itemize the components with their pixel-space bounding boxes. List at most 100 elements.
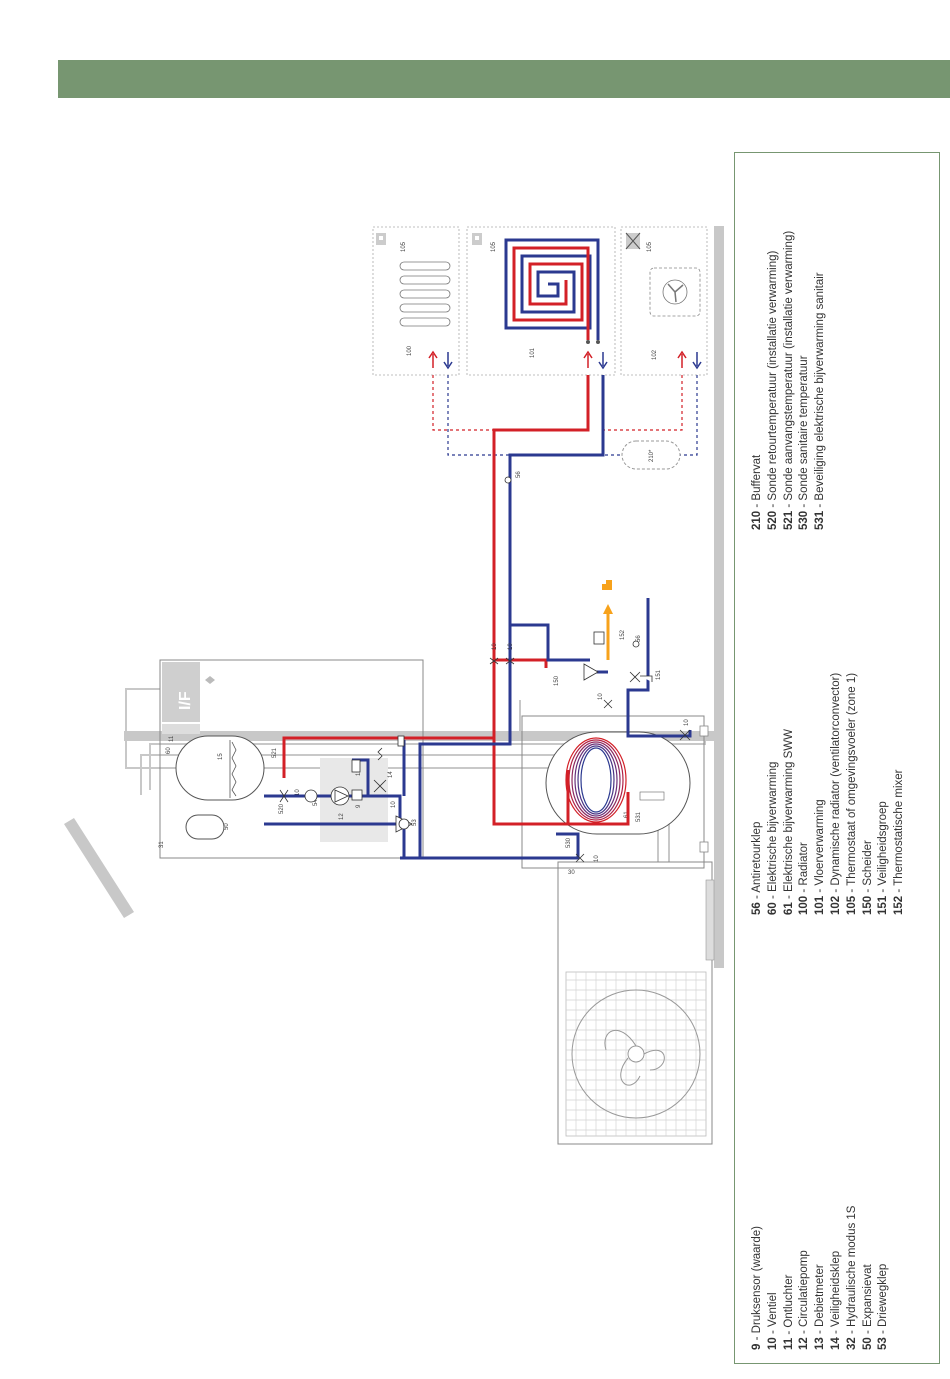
- indoor-module: 31 50 60 11 15 521 520 12 54 10 10 9 11 …: [159, 659, 424, 859]
- legend-number: 10: [766, 1337, 779, 1350]
- label-valve-main-b: 10: [508, 643, 514, 650]
- legend-text: Driewegklep: [877, 1263, 890, 1327]
- legend-text: Elektrische bijverwarming: [766, 761, 779, 892]
- legend-text: Thermostatische mixer: [893, 769, 906, 886]
- radiator-icon: [399, 261, 451, 327]
- legend-text: Beveiliging elektrische bijverwarming sa…: [814, 272, 827, 501]
- label-valve-main-a: 10: [492, 643, 498, 650]
- label-radiator: 100: [407, 345, 413, 356]
- legend-text: Scheider: [861, 840, 874, 886]
- legend-text: Antiretourklep: [751, 821, 763, 893]
- legend-text: Veiligheidsklep: [830, 1250, 842, 1327]
- legend-box: [734, 152, 940, 1364]
- label-thermostat-b: 105: [491, 241, 497, 252]
- legend-item: 210 - Buffervat: [751, 454, 763, 530]
- emitter-arrows: [428, 350, 702, 370]
- label-valve-10b: 10: [391, 801, 397, 808]
- floor-heating-coil: [504, 238, 600, 340]
- label-flow-meter: 54: [313, 799, 319, 806]
- legend-number: 521: [782, 510, 795, 530]
- legend-item: 11 - Ontluchter: [782, 1274, 795, 1350]
- legend-item: 105 - Thermostaat of omgevingsvoeler (zo…: [845, 672, 858, 915]
- label-valve-dhw-a: 10: [598, 693, 604, 700]
- label-separator: 150: [554, 675, 560, 686]
- legend-item: 530 - Sonde sanitaire temperatuur: [798, 355, 811, 530]
- legend-number: 53: [877, 1337, 890, 1350]
- legend-item: 32 - Hydraulische modus 1S: [845, 1205, 858, 1350]
- legend-item: 13 - Debietmeter: [814, 1264, 827, 1350]
- legend-text: Circulatiepomp: [798, 1250, 811, 1327]
- thermostat-icons: [376, 232, 641, 250]
- legend-number: 101: [814, 895, 827, 915]
- legend-item: 12 - Circulatiepomp: [798, 1250, 811, 1350]
- legend-number: 102: [830, 895, 842, 915]
- legend-number: 100: [798, 895, 811, 915]
- label-fancoil: 102: [652, 349, 658, 360]
- supply-pipes: [282, 375, 630, 826]
- header-bar: [58, 60, 950, 98]
- legend-item: 521 - Sonde aanvangstemperatuur (install…: [782, 230, 795, 530]
- label-valve-dhw-c: 10: [684, 719, 690, 726]
- legend-item: 60 - Elektrische bijverwarming: [766, 761, 779, 915]
- legend-text: Dynamische radiator (ventilatorconvector…: [830, 672, 842, 886]
- legend-number: 520: [766, 510, 779, 530]
- legend-number: 60: [766, 902, 779, 915]
- legend-text: Sonde sanitaire temperatuur: [798, 355, 811, 501]
- label-floor: 101: [530, 347, 536, 358]
- legend-number: 14: [830, 1337, 842, 1350]
- legend-number: 210: [751, 510, 763, 530]
- legend-item: 10 - Ventiel: [766, 1292, 779, 1350]
- legend-number: 50: [861, 1337, 874, 1350]
- building-structure: [64, 226, 724, 968]
- label-buffer: 210*: [649, 449, 655, 462]
- label-safety-14: 14: [388, 771, 394, 778]
- label-backup-heater: 60: [166, 747, 172, 754]
- legend-number: 32: [845, 1337, 858, 1350]
- legend-number: 61: [782, 902, 795, 915]
- label-antireturn-a: 56: [516, 471, 522, 478]
- legend-text: Thermostaat of omgevingsvoeler (zone 1): [845, 672, 858, 886]
- legend-item: 9 - Druksensor (waarde): [751, 1225, 763, 1350]
- legend-number: 13: [814, 1337, 827, 1350]
- legend-text: Radiator: [798, 842, 811, 886]
- legend-number: 152: [893, 895, 906, 915]
- legend-number: 150: [861, 895, 874, 915]
- label-sensor-531: 531: [636, 811, 642, 822]
- legend-number: 11: [782, 1337, 795, 1350]
- label-expansion: 50: [224, 823, 230, 830]
- legend-item: 53 - Driewegklep: [877, 1263, 890, 1350]
- tap-icon: [602, 580, 612, 590]
- label-mixer: 152: [620, 629, 626, 640]
- optional-pipes: [432, 375, 698, 456]
- label-valve-dhw-b: 10: [594, 855, 600, 862]
- legend-number: 56: [751, 902, 763, 915]
- label-antireturn-b: 56: [636, 635, 642, 642]
- label-vent-11b: 11: [356, 769, 362, 776]
- panel-brand: IDO: [200, 690, 217, 718]
- legend-item: 102 - Dynamische radiator (ventilatorcon…: [830, 672, 842, 915]
- label-valve-10: 10: [295, 789, 301, 796]
- legend-number: 12: [798, 1337, 811, 1350]
- label-sensor-530: 530: [566, 837, 572, 848]
- legend-item: 56 - Antiretourklep: [751, 821, 763, 915]
- legend-number: 530: [798, 510, 811, 530]
- legend-item: 151 - Veiligheidsgroep: [877, 801, 890, 915]
- label-vent-top: 11: [169, 735, 175, 742]
- legend-text: Debietmeter: [814, 1264, 827, 1327]
- legend-item: 152 - Thermostatische mixer: [893, 769, 906, 915]
- legend-text: Ventiel: [766, 1292, 779, 1327]
- panel-interface: I/F: [177, 691, 194, 710]
- legend-item: 100 - Radiator: [798, 842, 811, 915]
- legend-number: 9: [751, 1343, 763, 1350]
- label-safety-group: 151: [656, 669, 662, 680]
- legend-text: Veiligheidsgroep: [877, 801, 890, 886]
- label-module: 31: [159, 841, 165, 848]
- legend-item: 101 - Vloerverwarming: [814, 799, 827, 915]
- legend-item: 14 - Veiligheidsklep: [830, 1250, 842, 1350]
- label-pump: 12: [339, 813, 345, 820]
- dhw-tank: 61 530 531: [521, 715, 709, 869]
- fancoil-icon: [649, 267, 701, 317]
- legend-item: 520 - Sonde retourtemperatuur (installat…: [766, 250, 779, 530]
- legend-text: Sonde aanvangstemperatuur (installatie v…: [782, 230, 795, 501]
